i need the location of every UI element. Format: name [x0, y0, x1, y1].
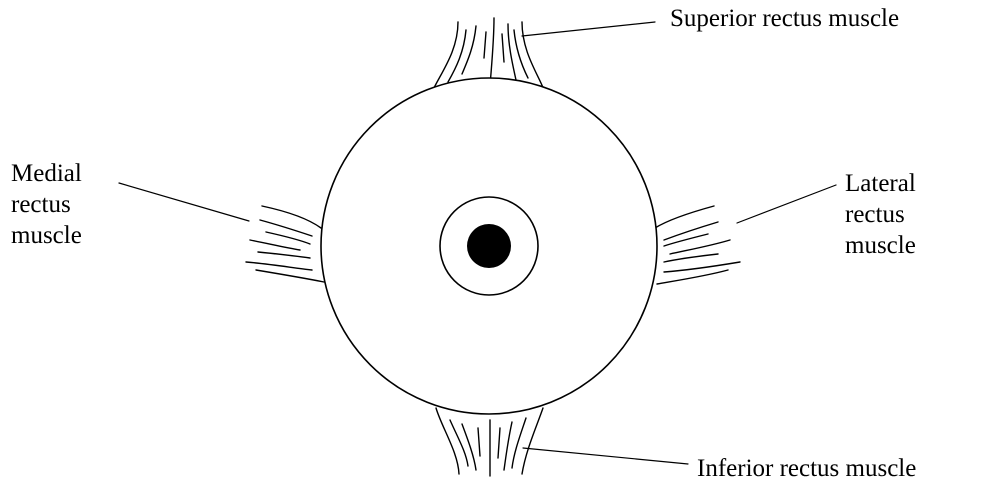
lateral-rectus-label-line-1: Lateral: [845, 168, 916, 199]
medial-rectus-label-line-3: muscle: [11, 220, 82, 251]
inferior-rectus-label: Inferior rectus muscle: [697, 453, 916, 484]
medial-rectus-label: Medial rectus muscle: [11, 158, 82, 251]
superior-rectus-label: Superior rectus muscle: [670, 3, 899, 34]
lateral-rectus-label-line-2: rectus: [845, 199, 916, 230]
superior-rectus-label-text: Superior rectus muscle: [670, 3, 899, 34]
lateral-rectus-muscle: [655, 206, 740, 284]
leader-line-medial: [119, 183, 249, 221]
leader-line-superior: [522, 22, 655, 36]
lateral-rectus-label: Lateral rectus muscle: [845, 168, 916, 261]
inferior-rectus-muscle: [436, 408, 543, 476]
medial-rectus-label-line-2: rectus: [11, 189, 82, 220]
inferior-rectus-label-text: Inferior rectus muscle: [697, 453, 916, 484]
medial-rectus-muscle: [246, 206, 324, 282]
pupil: [467, 224, 511, 268]
lateral-rectus-label-line-3: muscle: [845, 230, 916, 261]
medial-rectus-label-line-1: Medial: [11, 158, 82, 189]
leader-line-inferior: [523, 448, 688, 464]
leader-line-lateral: [737, 185, 836, 223]
